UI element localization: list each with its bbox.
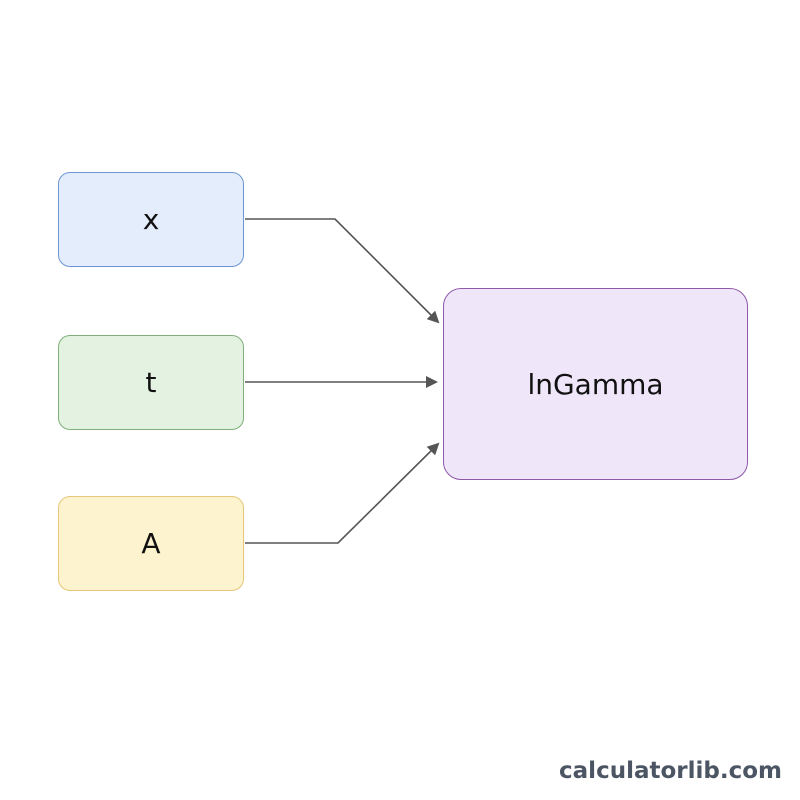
- input-node-a-label: A: [141, 527, 161, 560]
- input-node-t: t: [58, 335, 244, 430]
- input-node-x: x: [58, 172, 244, 267]
- edge-a-to-lngamma: [245, 442, 440, 544]
- watermark-text: calculatorlib.com: [559, 758, 782, 784]
- output-node-lngamma: lnGamma: [443, 288, 748, 480]
- input-node-t-label: t: [145, 366, 157, 399]
- output-node-label: lnGamma: [527, 367, 664, 401]
- input-node-x-label: x: [142, 203, 160, 236]
- edge-x-to-lngamma: [245, 218, 440, 324]
- input-node-a: A: [58, 496, 244, 591]
